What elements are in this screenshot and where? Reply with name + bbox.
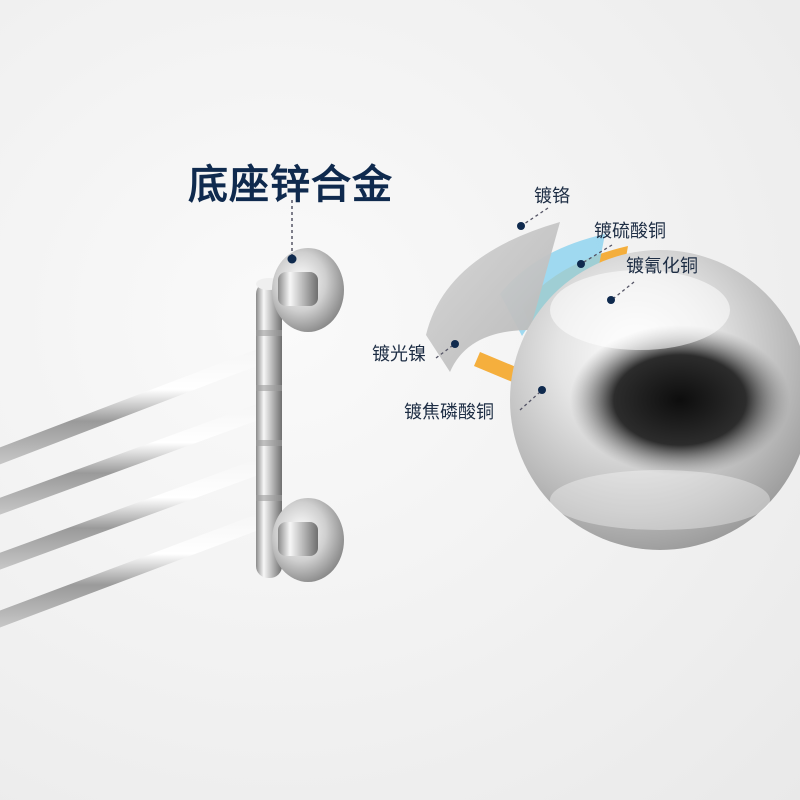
title-pointer [287,200,297,264]
label-copper-sulfate-layer: 镀硫酸铜 [594,221,666,242]
label-chrome-layer: 镀铬 [534,186,570,207]
label-copper-cyanide-layer: 镀氰化铜 [626,256,698,277]
leader-lines [435,207,635,411]
page-title: 底座锌合金 [188,162,393,208]
layer-chrome [426,222,560,372]
label-nickel-layer: 镀光镍 [372,344,426,365]
wall-mount-top [272,248,344,332]
chrome-sphere [510,250,800,550]
label-copper-pyrophosphate-layer: 镀焦磷酸铜 [404,402,494,423]
wall-mount-bottom [272,498,344,582]
leader-dots [451,222,615,394]
towel-bar-arms [0,344,275,628]
